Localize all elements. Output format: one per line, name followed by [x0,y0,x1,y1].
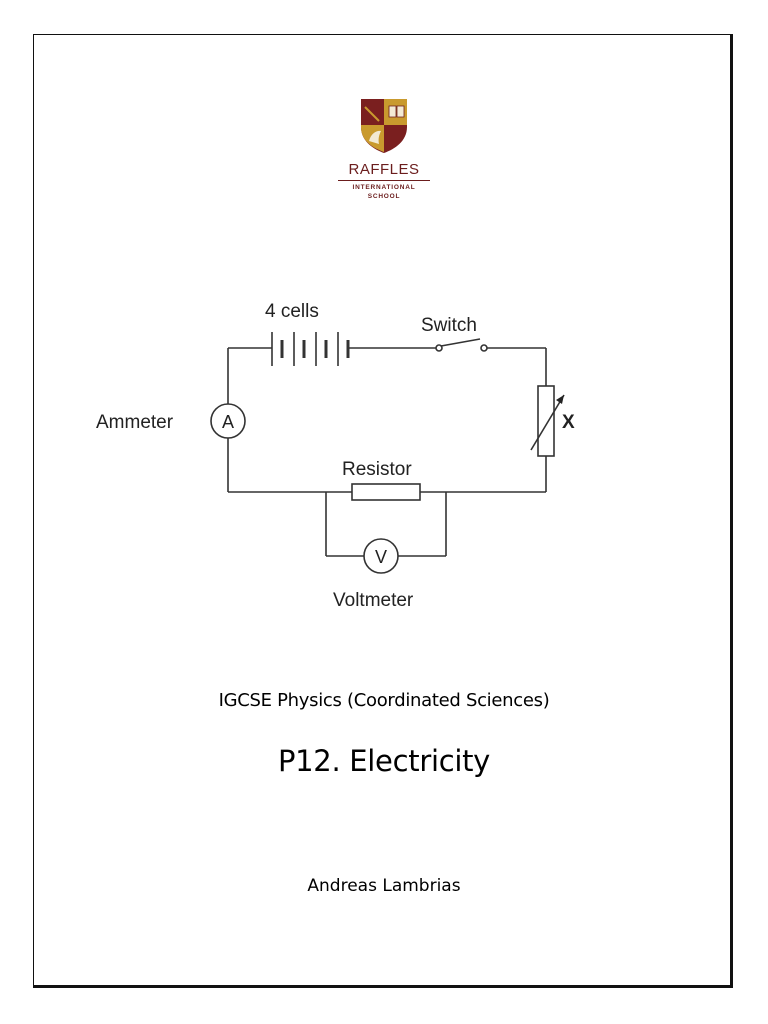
ammeter-label: Ammeter [96,412,174,433]
variable-resistor [537,385,555,457]
variable-resistor-arrow [530,394,565,451]
voltmeter-label: Voltmeter [333,590,414,611]
cells-label: 4 cells [265,301,319,322]
switch-lever [440,338,481,347]
shield-icon [361,99,407,153]
voltmeter-symbol: V [375,547,387,567]
resistor [351,483,421,501]
logo-school-name: RAFFLES [348,161,420,178]
arrow-head-icon [556,395,564,404]
logo-subtitle-school: SCHOOL [367,193,401,200]
switch-label: Switch [421,315,477,336]
author-name: Andreas Lambrias [307,876,461,896]
ammeter-symbol: A [222,412,234,432]
switch-contact-right [480,344,488,352]
resistor-label: Resistor [342,459,412,480]
page-title: P12. Electricity [277,744,491,778]
logo-subtitle-international: INTERNATIONAL [352,184,416,191]
course-subtitle: IGCSE Physics (Coordinated Sciences) [218,690,550,711]
page-frame [33,34,733,988]
variable-resistor-label: X [562,412,575,433]
school-logo: RAFFLES INTERNATIONAL SCHOOL [326,95,442,210]
logo-rule [338,180,430,181]
switch-contact-left [435,344,443,352]
circuit-diagram: 4 cells Switch Ammeter A Resistor V Volt… [96,301,575,611]
